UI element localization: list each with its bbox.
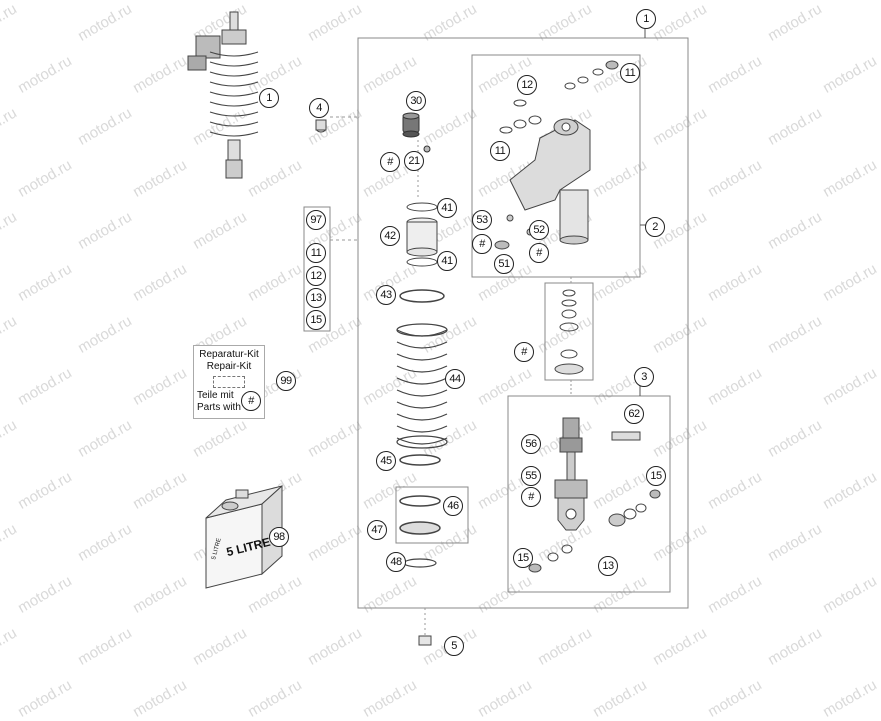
- callout-hash-repair-kit: #: [241, 391, 261, 411]
- piston-seal-frame: [544, 282, 594, 381]
- callout-21: 21: [404, 151, 424, 171]
- callout-1-left: 1: [259, 88, 279, 108]
- spring-ring-45: [399, 454, 441, 466]
- repair-kit-line1: Reparatur-Kit: [199, 349, 259, 360]
- repair-kit-line3: Teile mit: [197, 390, 234, 401]
- callout-41-top: 41: [437, 198, 457, 218]
- repair-kit-graphic: [213, 376, 245, 388]
- damper-rod-frame: [507, 395, 671, 593]
- watermark-text: motod.ru: [705, 676, 765, 721]
- callout-2: 2: [645, 217, 665, 237]
- callout-12-kit: 12: [306, 266, 326, 286]
- callout-62: 62: [624, 404, 644, 424]
- callout-4: 4: [309, 98, 329, 118]
- callout-99: 99: [276, 371, 296, 391]
- spring-seat-frame: [395, 486, 469, 544]
- callout-5: 5: [444, 636, 464, 656]
- callout-hash-reservoir-left: #: [472, 234, 492, 254]
- callout-55: 55: [521, 466, 541, 486]
- callout-15-rod-left: 15: [513, 548, 533, 568]
- callout-hash-adjuster: #: [380, 152, 400, 172]
- callout-1-top: 1: [636, 9, 656, 29]
- watermark-text: motod.ru: [245, 676, 305, 721]
- callout-46: 46: [443, 496, 463, 516]
- callout-15-kit: 15: [306, 310, 326, 330]
- repair-kit-line2: Repair-Kit: [206, 361, 252, 372]
- callout-45: 45: [376, 451, 396, 471]
- callout-13-kit: 13: [306, 288, 326, 308]
- main-spring: [396, 323, 448, 449]
- kit-bracket: [303, 206, 331, 332]
- main-frame: [357, 37, 689, 609]
- watermark-text: motod.ru: [130, 676, 190, 721]
- reservoir-body: [509, 118, 591, 245]
- callout-42: 42: [380, 226, 400, 246]
- callout-48: 48: [386, 552, 406, 572]
- repair-kit-line4: Parts with: [197, 402, 241, 413]
- callout-30: 30: [406, 91, 426, 111]
- piston-seal-stack: [554, 289, 584, 375]
- watermark-text: motod.ru: [590, 676, 650, 721]
- callout-hash-piston: #: [514, 342, 534, 362]
- callout-13-rod: 13: [598, 556, 618, 576]
- reservoir-frame: [471, 54, 641, 278]
- callout-52: 52: [529, 220, 549, 240]
- bushing-top: [315, 119, 327, 133]
- callout-11-reservoir-top: 11: [620, 63, 640, 83]
- callout-53: 53: [472, 210, 492, 230]
- callout-44: 44: [445, 369, 465, 389]
- callout-11-kit: 11: [306, 243, 326, 263]
- callout-3: 3: [634, 367, 654, 387]
- watermark-text: motod.ru: [360, 676, 420, 721]
- callout-12-reservoir: 12: [517, 75, 537, 95]
- callout-51: 51: [494, 254, 514, 274]
- callout-41-bottom: 41: [437, 251, 457, 271]
- spring-seat-47: [399, 521, 441, 535]
- callout-43: 43: [376, 285, 396, 305]
- callout-97: 97: [306, 210, 326, 230]
- callout-11-reservoir: 11: [490, 141, 510, 161]
- watermark-text: motod.ru: [475, 676, 535, 721]
- adjuster-knob: [402, 112, 420, 138]
- watermark-text: motod.ru: [15, 676, 75, 721]
- damper-rod-assembly: [554, 417, 588, 531]
- callout-56: 56: [521, 434, 541, 454]
- callout-15-rod-right: 15: [646, 466, 666, 486]
- exploded-view-drawing: [187, 11, 689, 646]
- watermark-text: motod.ru: [820, 676, 880, 721]
- callout-47: 47: [367, 520, 387, 540]
- circlip-48: [403, 558, 437, 568]
- callout-hash-rod: #: [521, 487, 541, 507]
- shock-absorber-assembly: [187, 11, 259, 179]
- spring-retainer-top: [399, 289, 445, 303]
- callout-98: 98: [269, 527, 289, 547]
- bump-stop: [406, 202, 438, 267]
- callout-hash-reservoir-right: #: [529, 243, 549, 263]
